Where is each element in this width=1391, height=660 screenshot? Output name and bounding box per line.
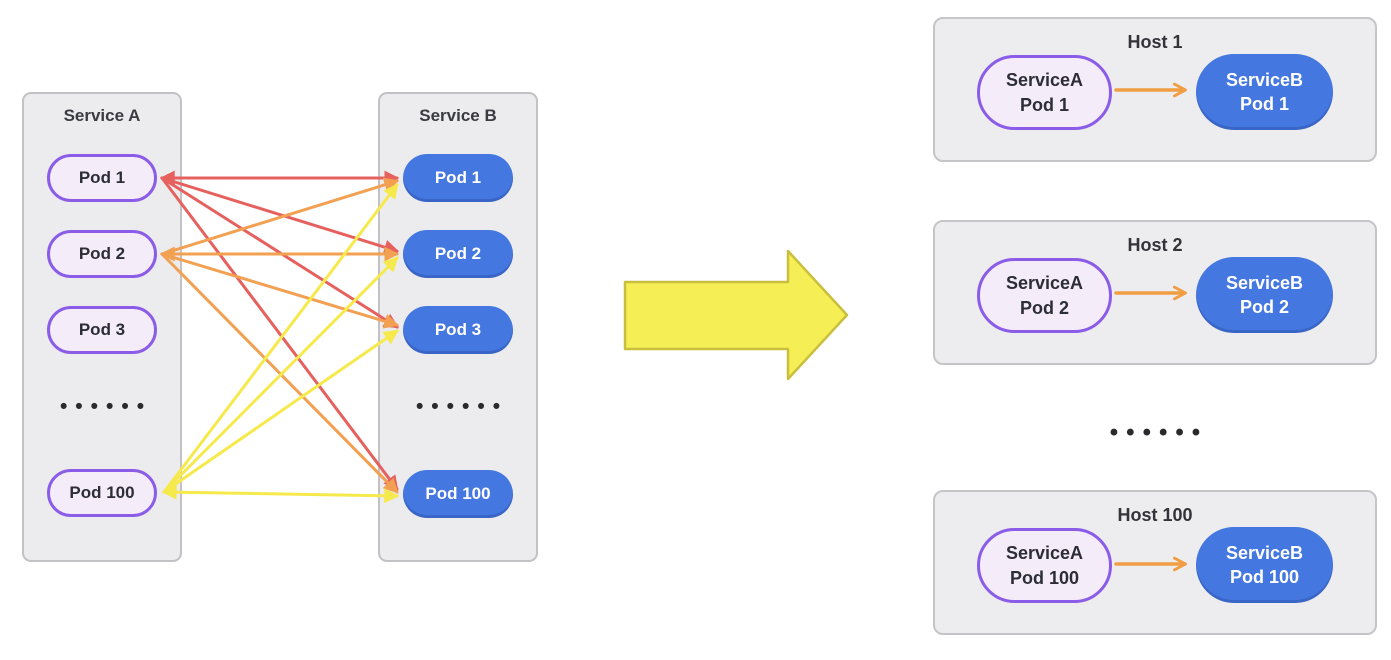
service-a-pod-100: Pod 100 bbox=[47, 469, 157, 517]
service-b-pod-100: Pod 100 bbox=[403, 470, 513, 518]
host-100-servicea-line1: ServiceA bbox=[1005, 543, 1084, 564]
host-1-serviceb-line2: Pod 1 bbox=[1239, 94, 1289, 114]
service-a-title: Service A bbox=[63, 106, 141, 125]
host-2-serviceb-line2: Pod 2 bbox=[1239, 297, 1289, 317]
host-2-serviceb-line1: ServiceB bbox=[1225, 272, 1304, 293]
edge-a1-b3 bbox=[160, 176, 399, 329]
host-2-servicea-line1: ServiceA bbox=[1005, 273, 1084, 294]
service-a-ellipsis: •••••• bbox=[59, 395, 153, 418]
host-100-title: Host 100 bbox=[1117, 505, 1193, 525]
service-b-ellipsis: •••••• bbox=[415, 395, 509, 418]
service-b-pod-1: Pod 1 bbox=[403, 154, 513, 202]
host-100-serviceb-pod: ServiceB Pod 100 bbox=[1196, 527, 1333, 603]
edge-a2-b3 bbox=[160, 252, 400, 329]
edge-a100-b1 bbox=[162, 183, 399, 494]
hosts-ellipsis: •••••• bbox=[1109, 419, 1209, 446]
service-a-pod-2: Pod 2 bbox=[47, 230, 157, 278]
host-2-box: Host 2 ServiceA Pod 2 ServiceB Pod 2 bbox=[933, 220, 1377, 365]
edge-a2-b100 bbox=[160, 252, 399, 494]
host-100-serviceb-line1: ServiceB bbox=[1225, 542, 1304, 563]
host-2-servicea-line2: Pod 2 bbox=[1019, 297, 1069, 318]
edge-a100-b100 bbox=[161, 484, 400, 504]
service-b-title: Service B bbox=[419, 106, 497, 125]
edge-a1-b2 bbox=[160, 176, 400, 255]
host-2-title: Host 2 bbox=[1127, 235, 1183, 255]
edge-a1-b100 bbox=[160, 176, 399, 491]
service-b-pod-2: Pod 2 bbox=[403, 230, 513, 278]
service-a-pod-1: Pod 1 bbox=[47, 154, 157, 202]
host-1-serviceb-line1: ServiceB bbox=[1225, 69, 1304, 90]
host-1-box: Host 1 ServiceA Pod 1 ServiceB Pod 1 bbox=[933, 17, 1377, 162]
host-100-servicea-line2: Pod 100 bbox=[1009, 567, 1080, 588]
edge-a2-b1 bbox=[160, 177, 400, 256]
host-100-box: Host 100 ServiceA Pod 100 ServiceB Pod 1… bbox=[933, 490, 1377, 635]
host-2-serviceb-pod: ServiceB Pod 2 bbox=[1196, 257, 1333, 333]
mesh-edges bbox=[159, 170, 400, 504]
host-100-servicea-pod: ServiceA Pod 100 bbox=[977, 528, 1112, 603]
edge-a100-b2 bbox=[162, 256, 399, 494]
host-1-servicea-line2: Pod 1 bbox=[1019, 94, 1069, 115]
host-100-serviceb-line2: Pod 100 bbox=[1229, 567, 1300, 587]
host-1-servicea-pod: ServiceA Pod 1 bbox=[977, 55, 1112, 130]
host-1-servicea-line1: ServiceA bbox=[1005, 70, 1084, 91]
service-b-pod-3: Pod 3 bbox=[403, 306, 513, 354]
host-2-servicea-pod: ServiceA Pod 2 bbox=[977, 258, 1112, 333]
host-1-serviceb-pod: ServiceB Pod 1 bbox=[1196, 54, 1333, 130]
host-1-title: Host 1 bbox=[1127, 32, 1183, 52]
edge-a100-b3 bbox=[162, 329, 399, 494]
service-a-pod-3: Pod 3 bbox=[47, 306, 157, 354]
big-transform-arrow-icon bbox=[623, 249, 849, 381]
